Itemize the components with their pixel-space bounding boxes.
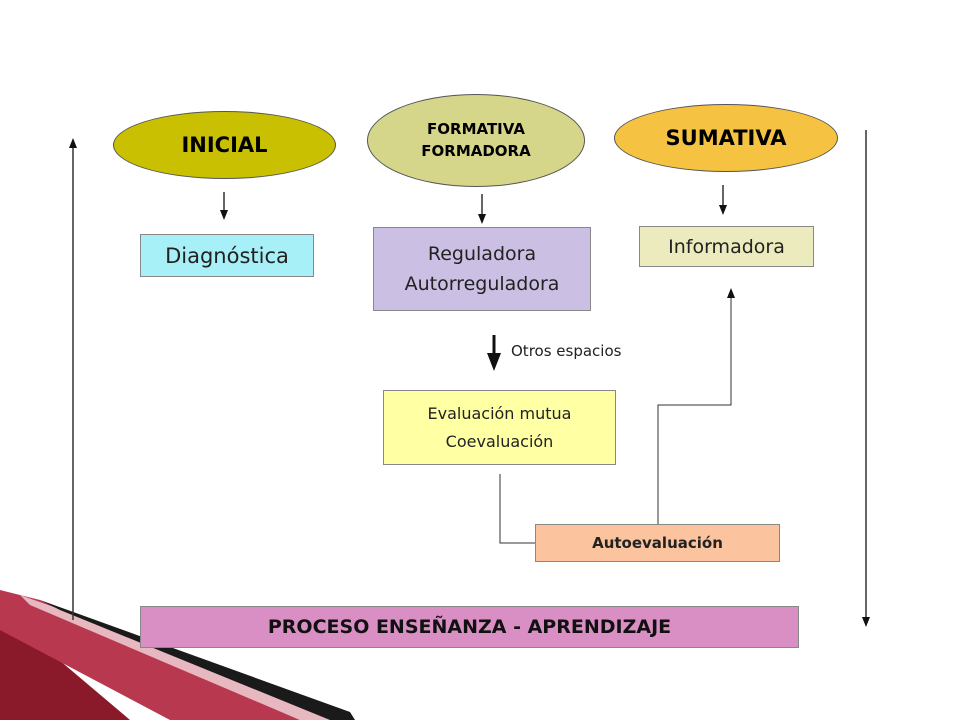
proceso-label: PROCESO ENSEÑANZA - APRENDIZAJE — [267, 616, 672, 638]
autoevaluacion-box: Autoevaluación — [535, 524, 780, 562]
formativa-ellipse: FORMATIVA FORMADORA — [367, 94, 585, 187]
coevaluacion-connector — [499, 474, 535, 544]
coevaluacion-label: Coevaluación — [445, 431, 554, 451]
informadora-box: Informadora — [639, 226, 814, 267]
evaluacion-box: Evaluación mutua Coevaluación — [383, 390, 616, 465]
autoevaluacion-connector — [657, 288, 735, 524]
proceso-box: PROCESO ENSEÑANZA - APRENDIZAJE — [140, 606, 799, 648]
formadora-label: FORMADORA — [421, 141, 531, 160]
diagnostica-box: Diagnóstica — [140, 234, 314, 277]
otros-espacios-label: Otros espacios — [511, 342, 622, 360]
sumativa-ellipse: SUMATIVA — [614, 104, 838, 172]
diagnostica-label: Diagnóstica — [165, 243, 289, 268]
informadora-label: Informadora — [668, 235, 785, 258]
autoevaluacion-label: Autoevaluación — [592, 534, 723, 552]
formativa-label: FORMATIVA — [427, 119, 525, 138]
inicial-ellipse: INICIAL — [113, 111, 336, 179]
evaluacion-mutua-label: Evaluación mutua — [427, 403, 572, 423]
reguladora-box: Reguladora Autorreguladora — [373, 227, 591, 311]
reguladora-label: Reguladora — [427, 242, 537, 265]
decorative-ribbon — [0, 590, 355, 720]
autorreguladora-label: Autorreguladora — [404, 273, 560, 295]
sumativa-label: SUMATIVA — [665, 126, 787, 150]
inicial-label: INICIAL — [181, 133, 268, 157]
